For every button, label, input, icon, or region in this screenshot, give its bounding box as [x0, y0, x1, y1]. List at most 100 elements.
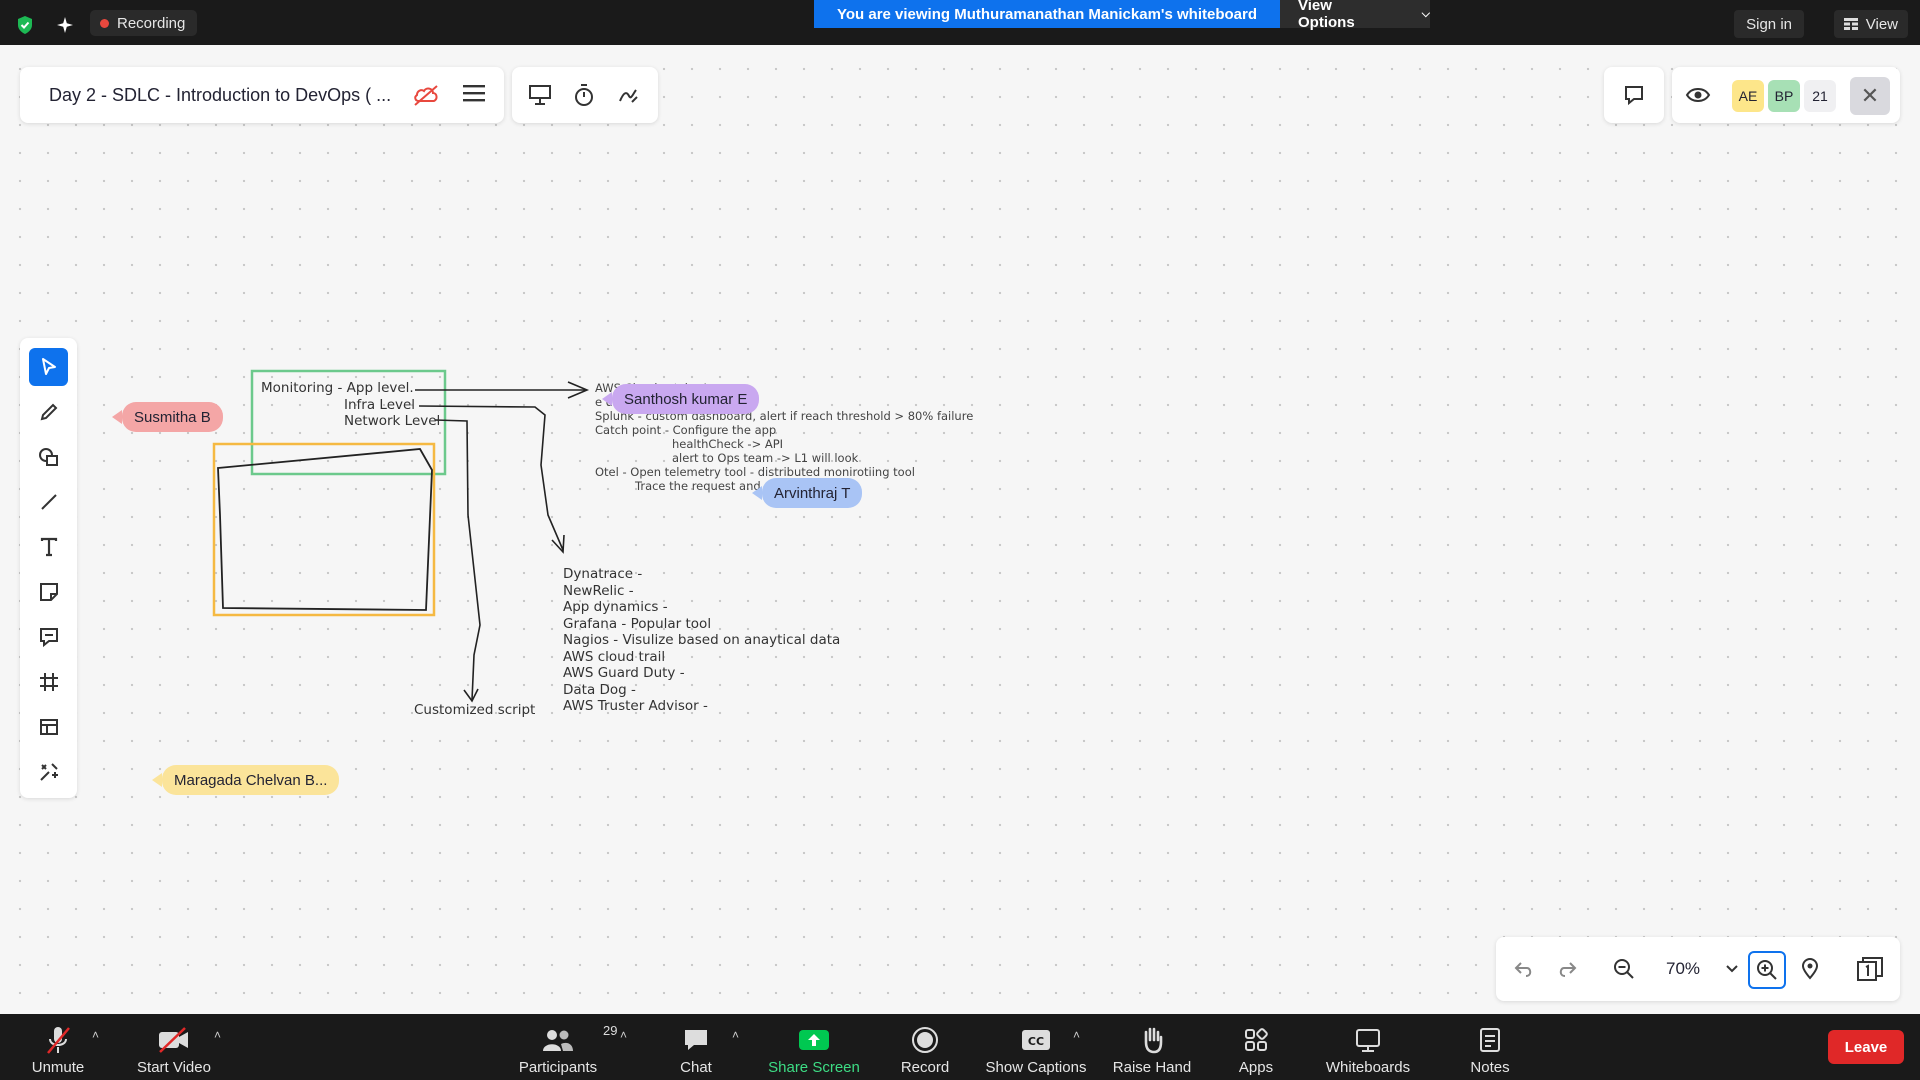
- arrow-infra-level: [418, 405, 564, 551]
- more-tools[interactable]: [29, 753, 68, 791]
- comment-icon[interactable]: [1620, 81, 1648, 109]
- audio-options-caret-icon[interactable]: ˄: [92, 1028, 100, 1042]
- chat-button[interactable]: Chat: [666, 1014, 726, 1080]
- network-level-text: Network Level: [344, 413, 441, 429]
- draw-tool-icon[interactable]: [614, 81, 642, 109]
- collaborator-count[interactable]: 21: [1804, 80, 1836, 112]
- start-video-button[interactable]: Start Video: [128, 1014, 220, 1080]
- customized-script-text: Customized script: [414, 702, 536, 718]
- apps-icon: [1243, 1025, 1269, 1055]
- view-options-button[interactable]: View Options ⌵: [1280, 0, 1430, 31]
- infra-level-text: Infra Level: [344, 397, 416, 413]
- whiteboards-label: Whiteboards: [1325, 1059, 1411, 1076]
- locate-icon[interactable]: [1796, 955, 1824, 983]
- sparkle-icon[interactable]: [52, 12, 78, 38]
- chat-label: Chat: [680, 1059, 712, 1076]
- timer-icon[interactable]: [570, 81, 598, 109]
- captions-icon: CC: [1021, 1025, 1051, 1055]
- eye-icon[interactable]: [1684, 81, 1712, 109]
- shapes-tool[interactable]: [29, 438, 68, 476]
- board-title[interactable]: Day 2 - SDLC - Introduction to DevOps ( …: [49, 85, 392, 105]
- raise-hand-icon: [1139, 1025, 1165, 1055]
- whiteboard-canvas[interactable]: Monitoring - App level. Infra Level Netw…: [0, 45, 1920, 1014]
- zoom-panel: 70%: [1496, 937, 1900, 1001]
- unmute-button[interactable]: Unmute: [22, 1014, 94, 1080]
- tools-list-item: AWS Guard Duty -: [563, 665, 685, 681]
- tools-list-item: NewRelic -: [563, 583, 634, 599]
- record-icon: [911, 1025, 939, 1055]
- whiteboards-button[interactable]: Whiteboards: [1318, 1014, 1418, 1080]
- green-rectangle: [250, 369, 447, 476]
- pen-icon: [40, 403, 57, 421]
- text-tool[interactable]: [29, 528, 68, 566]
- undo-icon[interactable]: [1510, 955, 1538, 983]
- chat-icon: [682, 1025, 710, 1055]
- close-icon: ✕: [1860, 83, 1880, 108]
- recording-dot-icon: [100, 18, 109, 28]
- cursor-pointer-icon: [152, 773, 162, 787]
- pages-icon[interactable]: [1856, 955, 1884, 983]
- orange-rectangle: [212, 442, 436, 617]
- cursor-tag-maragada: Maragada Chelvan B...: [152, 765, 340, 795]
- participants-caret-icon[interactable]: ˄: [620, 1028, 628, 1042]
- captions-caret-icon[interactable]: ˄: [1073, 1028, 1081, 1042]
- comment-panel: [1604, 67, 1664, 123]
- cloud-off-icon[interactable]: [412, 83, 440, 107]
- pen-tool[interactable]: [29, 393, 68, 431]
- avatar[interactable]: BP: [1768, 80, 1800, 112]
- arrow-network-level: [434, 419, 481, 701]
- cursor-pointer-icon: [602, 392, 612, 406]
- text-icon: [40, 537, 57, 557]
- video-off-icon: [157, 1025, 191, 1055]
- apps-button[interactable]: Apps: [1224, 1014, 1288, 1080]
- select-tool[interactable]: [29, 348, 68, 386]
- record-button[interactable]: Record: [886, 1014, 964, 1080]
- apps-label: Apps: [1238, 1059, 1274, 1076]
- frame-tool[interactable]: [29, 663, 68, 701]
- viewing-banner: You are viewing Muthuramanathan Manickam…: [814, 0, 1280, 28]
- leave-button[interactable]: Leave: [1828, 1030, 1904, 1064]
- cursor-tag-arvinthraj: Arvinthraj T: [752, 478, 863, 508]
- raise-hand-label: Raise Hand: [1112, 1059, 1192, 1076]
- show-captions-button[interactable]: CC Show Captions: [980, 1014, 1092, 1080]
- raise-hand-button[interactable]: Raise Hand: [1106, 1014, 1198, 1080]
- left-toolbar: [20, 338, 77, 798]
- video-options-caret-icon[interactable]: ˄: [214, 1028, 222, 1042]
- notes-button[interactable]: Notes: [1460, 1014, 1520, 1080]
- template-icon: [39, 719, 58, 735]
- recording-indicator[interactable]: Recording: [90, 10, 198, 36]
- cursor-pointer-icon: [752, 486, 762, 500]
- template-tool[interactable]: [29, 708, 68, 746]
- zoom-level[interactable]: 70%: [1666, 959, 1701, 978]
- cursor-tag-santhosh: Santhosh kumar E: [602, 384, 760, 414]
- tools-list-item: AWS Truster Advisor -: [563, 698, 708, 714]
- zoom-dropdown-icon[interactable]: [1718, 955, 1746, 983]
- close-button[interactable]: ✕: [1850, 77, 1890, 115]
- menu-icon[interactable]: [463, 83, 487, 107]
- view-button[interactable]: View: [1833, 10, 1908, 38]
- comment-tool[interactable]: [29, 618, 68, 656]
- notes-icon: [1478, 1025, 1502, 1055]
- avatar[interactable]: AE: [1732, 80, 1764, 112]
- tools-list-item: Dynatrace -: [563, 566, 643, 582]
- chat-caret-icon[interactable]: ˄: [732, 1028, 740, 1042]
- monitoring-app-level-text: Monitoring - App level.: [261, 380, 414, 396]
- aws-note-line: alert to Ops team -> L1 will look: [672, 451, 859, 465]
- shapes-icon: [38, 448, 58, 466]
- aws-note-line: Catch point - Configure the app: [595, 423, 777, 437]
- frame-icon: [39, 673, 58, 691]
- line-icon: [40, 494, 57, 510]
- present-icon[interactable]: [526, 81, 554, 109]
- redo-icon[interactable]: [1553, 955, 1581, 983]
- sticky-note-tool[interactable]: [29, 573, 68, 611]
- zoom-in-icon[interactable]: [1748, 951, 1786, 989]
- share-screen-icon: [798, 1025, 830, 1055]
- sticky-note-icon: [39, 583, 58, 601]
- arrowhead-network-level: [463, 688, 479, 703]
- share-screen-button[interactable]: Share Screen: [764, 1014, 864, 1080]
- line-tool[interactable]: [29, 483, 68, 521]
- zoom-out-icon[interactable]: [1610, 955, 1638, 983]
- sign-in-button[interactable]: Sign in: [1734, 10, 1804, 38]
- shield-icon[interactable]: [12, 12, 38, 38]
- participants-button[interactable]: 29 Participants: [514, 1014, 618, 1080]
